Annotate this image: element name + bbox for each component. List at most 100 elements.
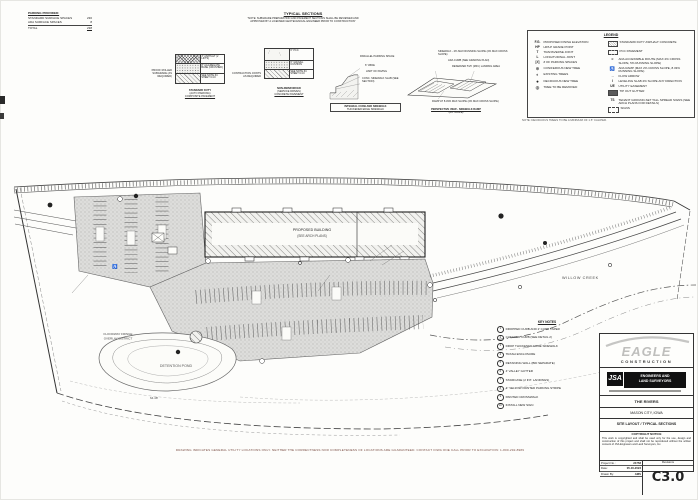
legend-label: PCC PAVEMENT	[619, 48, 643, 53]
subgrade-hatch-swatch	[265, 70, 289, 78]
keynote-bubbles	[117, 196, 433, 364]
existing-tree-icon: ◐	[536, 72, 539, 78]
field-label: Date:	[601, 466, 608, 471]
transverse-joint-symbol: T	[536, 50, 539, 55]
fg-symbol: F.G.	[534, 40, 541, 44]
section2-side-label: CONTRACTION JOINTS AS REQUIRED	[232, 72, 261, 79]
detention-pond: DETENTION POND	[98, 332, 237, 392]
parking-row-label: TOTAL	[28, 25, 38, 30]
key-note-number: 10	[497, 402, 504, 410]
site-plan-drawing: ♿ PROPOSED BUILDING (SEE ARCH PLANS)	[13, 177, 697, 436]
jsa-tagline-line1: ENGINEERS AND	[640, 374, 670, 379]
key-note-number: 4	[497, 351, 504, 359]
jsa-tagline-line2: LAND SURVEYORS	[638, 378, 672, 383]
caption-line: PERSPECTIVE VIEW - SIDEWALK RAMP	[431, 108, 481, 111]
legend-label: ADA RAMP (MAX 2% CROSS SLOPE, 8.33% RUNN…	[618, 65, 680, 73]
sheet-title: SITE LAYOUT / TYPICAL SECTIONS	[616, 422, 677, 426]
west-boundary	[15, 187, 62, 394]
field-value: AMS	[634, 471, 641, 476]
longitudinal-joint-symbol: L	[536, 55, 539, 60]
caption-line: NON-REINFORCED	[277, 87, 301, 90]
curb-label: PARALLEL PARKING SPACE	[360, 55, 395, 58]
ramp-label: SIDEWALK - 2% MAX RUNNING SLOPE (2% MAX …	[438, 50, 508, 57]
caption-line: CONCRETE PAVEMENT	[274, 93, 304, 97]
ramp-detail: SIDEWALK - 2% MAX RUNNING SLOPE (2% MAX …	[402, 50, 510, 118]
parking-row-value: 230	[86, 15, 92, 20]
removed-tree-icon: ◍	[535, 85, 540, 91]
key-note-number: 5	[497, 360, 504, 367]
layer-row: 6" PCC	[264, 48, 314, 61]
key-note-number: 6	[497, 368, 504, 376]
layer-row: 6" GRAVEL CUSHION	[264, 61, 314, 70]
layer-label: 8" AGGREGATE BASE (CRUSHED)	[199, 64, 224, 73]
section2-layer-box: 6" PCC 6" GRAVEL CUSHION SEE NOTE #4 SHE…	[264, 48, 314, 79]
field-row: Project No.:24758	[600, 461, 642, 467]
west-entrance-drive	[13, 209, 77, 236]
typical-sections-heading: TYPICAL SECTIONS "NOTE: SUBGRADE PREPARA…	[246, 11, 360, 24]
copyright-block: COPYRIGHT NOTICE This work is copyrighte…	[600, 432, 693, 461]
section2-caption: NON-REINFORCED (SERVICE DRIVES) CONCRETE…	[256, 87, 322, 97]
legend-label: # OF PARKING SPACES	[543, 60, 578, 65]
utility-structures	[298, 261, 612, 302]
legend-label: STANDARD DUTY ASPHALT CONCRETE	[619, 40, 677, 44]
revisions-label: Revisions	[643, 460, 693, 466]
caption-line: STANDARD DUTY	[188, 89, 212, 92]
sheet-number: C3.0	[651, 469, 685, 485]
title-block: EAGLE CONSTRUCTION JSA ENGINEERS AND LAN…	[599, 333, 694, 495]
floodway-label: FLOODWAY FRINGE OVERLAY DISTRICT	[104, 332, 133, 341]
utility-disclaimer: DRAWING INDICATES GENERAL UTILITY LOCATI…	[175, 448, 525, 452]
legend-label: ADA ACCESSIBLE ROUTE (MAX 2% CROSS SLOPE…	[618, 57, 681, 65]
curb-label: LIMIT OF PAVING	[366, 70, 388, 73]
curb-label: CONC. SIDEWALK SLAB (SEE SECTION)	[362, 77, 399, 84]
legend-label: CONIFEROUS NEW TREE	[543, 65, 581, 70]
legend-title: LEGEND	[603, 33, 619, 37]
field-label: Drawn By:	[601, 471, 614, 476]
dimension-label: 64.48'	[150, 396, 159, 400]
caption-line: (AUTO PARKING)	[189, 92, 211, 96]
key-note-label: PAINTED CROSSWALK	[505, 394, 539, 399]
ada-stall-symbol: ♿	[112, 263, 118, 269]
key-note-number: 1	[497, 326, 504, 333]
project-name: THE RIVERS	[634, 398, 659, 404]
pcc-swatch	[608, 49, 618, 57]
parking-row-value: 238	[86, 25, 92, 30]
deciduous-tree-icon: ●	[536, 78, 539, 84]
key-note-label: STAIRCASE (2 INT. LANDINGS)	[505, 377, 550, 382]
key-note-number: 3	[497, 343, 504, 350]
ramp-label: ADA CURB (SEE GRADING PLAN)	[448, 59, 490, 62]
eagle-swoosh-icon	[605, 336, 689, 347]
legend-label: HP/LP GRADE POINT	[543, 45, 574, 50]
project-location-row: MASON CITY, IOWA	[600, 408, 693, 419]
key-note-label: 4" YELLOW PAINTED PARKING STRIPE	[505, 386, 562, 391]
asphalt-swatch	[608, 41, 618, 48]
aggregate-hatch-swatch	[176, 64, 200, 73]
caption-line: (NO SCALE)	[448, 111, 464, 115]
field-row: Drawn By: AMS	[600, 471, 642, 478]
tip-out-gutter-swatch	[608, 90, 618, 97]
legend-note: NOTE: DECIDUOUS TREES TO BE A MINIMUM OF…	[522, 118, 607, 122]
project-location: MASON CITY, IOWA	[630, 410, 663, 415]
field-value: 24758	[633, 461, 641, 465]
legend-label: LONGITUDINAL JOINT	[543, 55, 576, 60]
key-notes-title: KEY NOTES	[537, 320, 557, 324]
engineer-logo: JSA ENGINEERS AND LAND SURVEYORS	[600, 368, 693, 396]
key-note-number: 2	[497, 334, 504, 342]
curb-caption: INTEGRAL CURB AND SIDEWALK THICKENED EDG…	[330, 103, 401, 113]
sheet-number-cell: Revisions C3.0	[643, 460, 693, 495]
legend-label: TENANT GROUND-SET TALL SPREAD SIGNS (SEE…	[618, 97, 691, 106]
caption-line: INTEGRAL CURB AND SIDEWALK	[344, 104, 387, 108]
gravel-hatch-swatch	[265, 61, 289, 69]
field-row: Date:05-16-2023	[600, 466, 642, 472]
layer-row: SEE NOTE #4 SHEET C4.0	[264, 70, 314, 79]
curb-detail: PARALLEL PARKING SPACE 6" WIDE LIMIT OF …	[328, 55, 402, 117]
legend-label: SIGNS	[620, 106, 630, 111]
section1-side-label: PROOF ROLLED SUBGRADE (AS REQUIRED)	[151, 69, 172, 79]
key-note-label: INSTALL NEW SIGN	[505, 403, 534, 408]
caption-line: THICKENED EDGE SIDEWALK	[346, 107, 385, 111]
